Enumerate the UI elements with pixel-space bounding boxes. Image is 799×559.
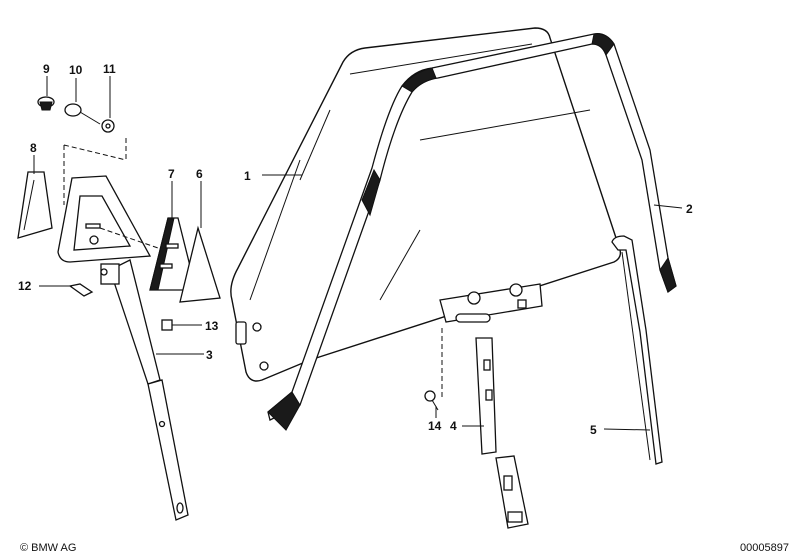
callout-13: 13 — [205, 319, 219, 333]
callout-3: 3 — [206, 348, 213, 362]
front-guide-channel — [100, 259, 189, 521]
callout-6: 6 — [196, 167, 203, 181]
copyright-text: © BMW AG — [20, 542, 76, 554]
callout-12: 12 — [18, 279, 32, 293]
regulator-bracket — [439, 283, 543, 529]
diagram-number: 00005897 — [740, 542, 789, 554]
callout-5: 5 — [590, 423, 597, 437]
callout-14: 14 — [428, 419, 442, 433]
callout-10: 10 — [69, 63, 83, 77]
callout-11: 11 — [103, 62, 116, 76]
fasteners — [37, 96, 439, 411]
guide-rail — [611, 235, 663, 465]
window-frame — [267, 33, 677, 431]
callout-1: 1 — [244, 169, 251, 183]
callout-2: 2 — [686, 202, 693, 216]
callout-7: 7 — [168, 167, 175, 181]
callout-labels: 1 2 3 4 5 6 7 8 9 10 11 12 13 14 — [18, 62, 693, 437]
triangle-trims — [17, 171, 221, 303]
leader-lines — [33, 76, 683, 431]
callout-8: 8 — [30, 141, 37, 155]
callout-9: 9 — [43, 62, 50, 76]
callout-4: 4 — [450, 419, 457, 433]
